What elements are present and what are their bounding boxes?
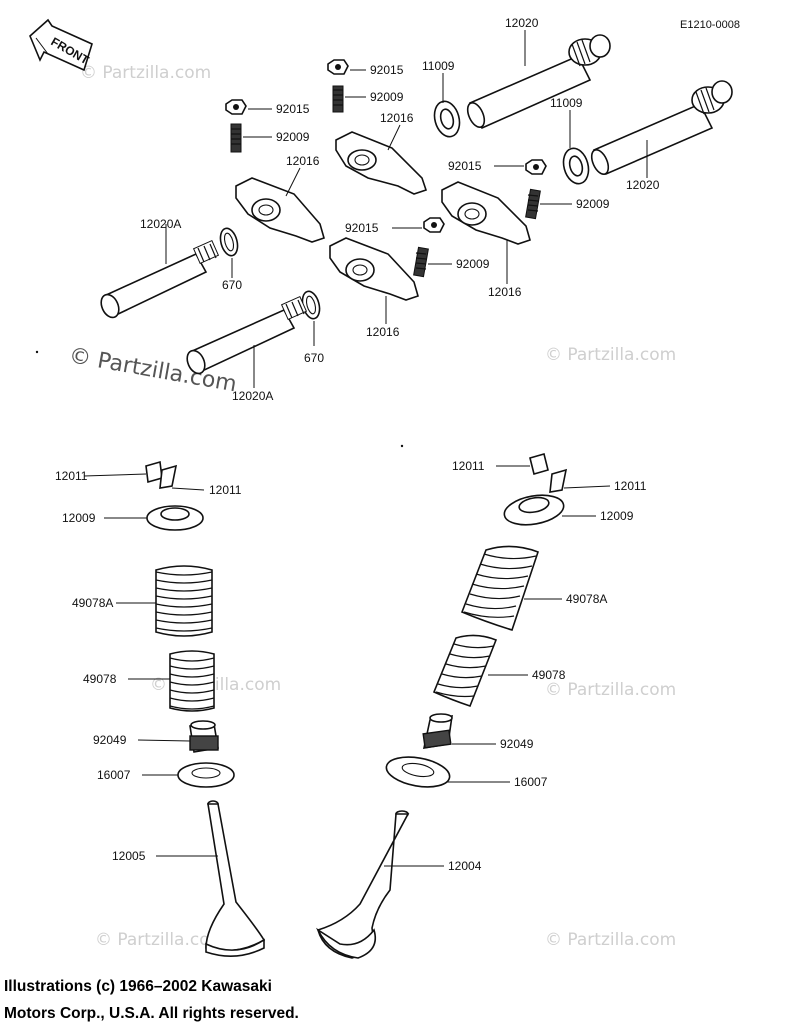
valve-stem-seal-icon (189, 720, 219, 753)
callout-12009: 12009 (600, 509, 634, 523)
o-ring-icon (301, 290, 321, 320)
inner-valve-spring-icon (432, 634, 498, 707)
callout-12011: 12011 (614, 479, 647, 493)
callout-92015: 92015 (276, 102, 310, 116)
callout-12005: 12005 (112, 849, 146, 863)
exhaust-valve-icon (205, 800, 266, 957)
o-ring-icon (219, 227, 239, 257)
inner-valve-spring-icon (169, 650, 215, 712)
outer-valve-spring-icon (155, 565, 213, 637)
watermark-text: © Partzilla.com (95, 930, 226, 950)
callout-92009: 92009 (456, 257, 490, 271)
callout-92009: 92009 (370, 90, 404, 104)
rocker-shaft-icon (186, 295, 308, 375)
lock-nut-icon (423, 217, 445, 233)
spring-seat-icon (385, 756, 451, 788)
rocker-shaft-icon (100, 239, 220, 319)
callout-49078A: 49078A (72, 596, 113, 610)
rocker-shaft-icon (466, 34, 611, 130)
copyright-line-1: Illustrations (c) 1966–2002 Kawasaki (4, 978, 272, 995)
spring-retainer-icon (146, 505, 204, 531)
spring-seat-icon (177, 762, 235, 788)
lock-nut-icon (525, 159, 547, 175)
outer-valve-spring-icon (460, 545, 540, 631)
lock-nut-icon (225, 99, 247, 115)
washer-icon (433, 100, 461, 138)
callout-92009: 92009 (576, 197, 610, 211)
rocker-arm-icon (329, 237, 419, 301)
callout-12011: 12011 (452, 459, 485, 473)
copyright-notice: Illustrations (c) 1966–2002 Kawasaki Mot… (4, 973, 564, 1027)
callout-670: 670 (222, 278, 242, 292)
washer-icon (562, 147, 590, 185)
callout-12011: 12011 (209, 483, 242, 497)
callout-92015: 92015 (345, 221, 379, 235)
valve-keeper-icon (145, 460, 178, 489)
adjusting-screw-icon (332, 85, 344, 113)
callout-16007: 16007 (97, 768, 131, 782)
callout-12016: 12016 (380, 111, 414, 125)
callout-12011: 12011 (55, 469, 88, 483)
callout-12009: 12009 (62, 511, 96, 525)
rocker-arm-icon (441, 181, 531, 245)
rocker-arm-icon (235, 177, 325, 243)
callout-16007: 16007 (514, 775, 548, 789)
valve-keeper-icon (529, 453, 568, 493)
adjusting-screw-icon (413, 246, 429, 278)
intake-valve-icon (315, 810, 410, 959)
callout-12020A: 12020A (232, 389, 273, 403)
watermark-text: © Partzilla.com (80, 63, 211, 83)
callout-12004: 12004 (448, 859, 482, 873)
callout-12016: 12016 (488, 285, 522, 299)
callout-49078: 49078 (83, 672, 117, 686)
callout-12020: 12020 (626, 178, 660, 192)
callout-12020: 12020 (505, 16, 539, 30)
lock-nut-icon (327, 59, 349, 75)
callout-670: 670 (304, 351, 324, 365)
callout-92049: 92049 (500, 737, 534, 751)
valve-stem-seal-icon (422, 713, 453, 749)
callout-92015: 92015 (448, 159, 482, 173)
adjusting-screw-icon (525, 188, 541, 220)
callout-92009: 92009 (276, 130, 310, 144)
callout-92049: 92049 (93, 733, 127, 747)
callout-92015: 92015 (370, 63, 404, 77)
watermark-text: © Partzilla.com (545, 345, 676, 365)
callout-12016: 12016 (286, 154, 320, 168)
diagram-reference-code: E1210-0008 (680, 19, 740, 31)
callout-49078A: 49078A (566, 592, 607, 606)
rocker-arm-icon (335, 131, 428, 195)
watermark-text: © Partzilla.com (545, 930, 676, 950)
callout-49078: 49078 (532, 668, 566, 682)
callout-12020A: 12020A (140, 217, 181, 231)
spring-retainer-icon (503, 494, 565, 526)
callout-12016: 12016 (366, 325, 400, 339)
watermark-text: © Partzilla.com (545, 680, 676, 700)
rocker-shaft-icon (590, 80, 733, 176)
adjusting-screw-icon (230, 123, 242, 153)
front-arrow-icon: FRONT (29, 18, 93, 72)
callout-11009: 11009 (422, 59, 455, 73)
copyright-line-2: Motors Corp., U.S.A. All rights reserved… (4, 1005, 299, 1022)
callout-11009: 11009 (550, 96, 583, 110)
